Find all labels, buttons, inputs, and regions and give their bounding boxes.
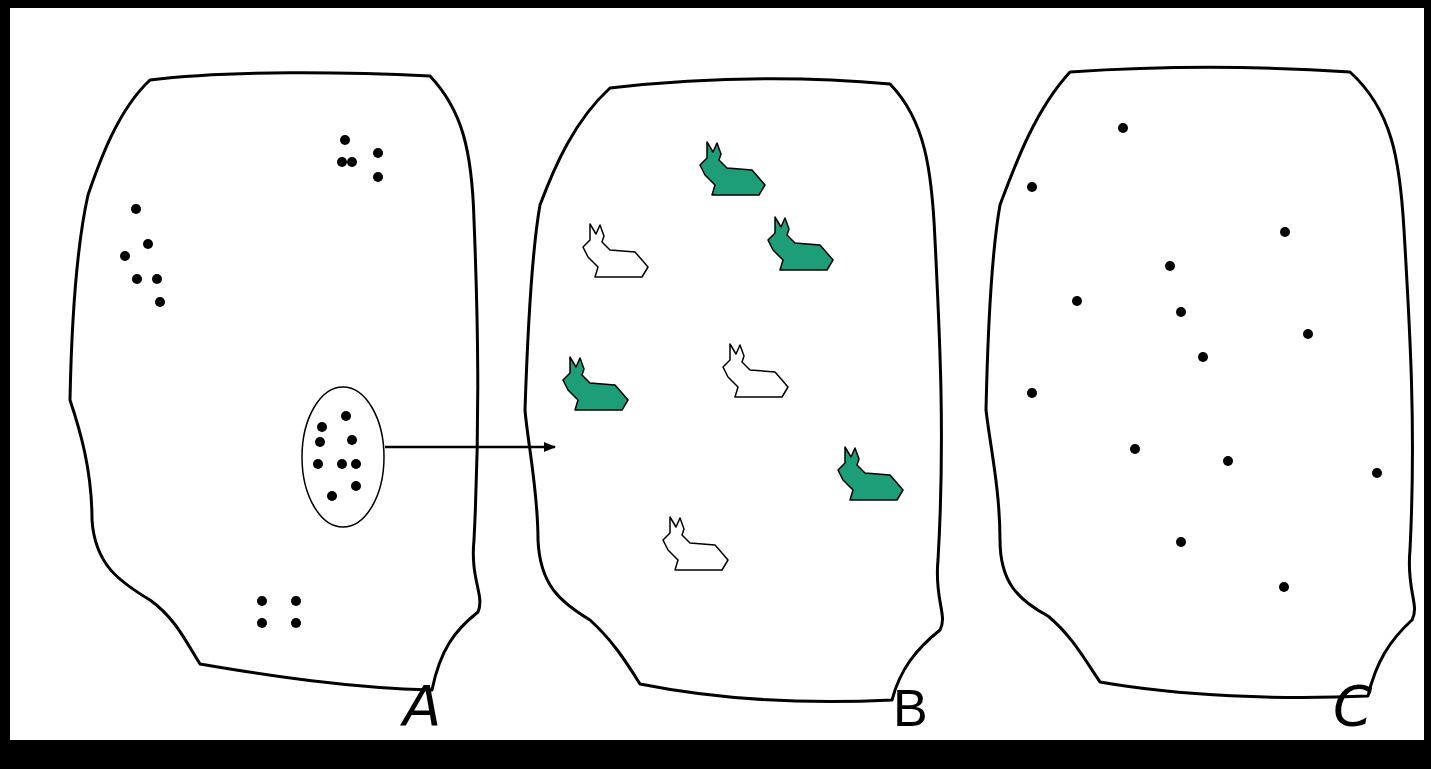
region-letter: B xyxy=(893,678,928,738)
region-letter: A xyxy=(403,673,441,738)
region-outline xyxy=(986,68,1415,698)
green-rabbit xyxy=(768,217,833,270)
individual-dots xyxy=(120,123,1382,628)
green-rabbit xyxy=(838,447,903,500)
green-rabbit xyxy=(700,142,765,195)
region-outline xyxy=(70,73,480,690)
white-ground xyxy=(10,8,1424,740)
white-rabbit xyxy=(723,344,788,397)
region-outline xyxy=(525,79,943,701)
white-rabbit xyxy=(663,517,728,570)
white-rabbit xyxy=(583,224,648,277)
transfer-arrow xyxy=(385,446,555,449)
sample-ellipse xyxy=(302,387,384,527)
green-rabbit xyxy=(563,357,628,410)
region-letter: C xyxy=(1333,673,1372,738)
